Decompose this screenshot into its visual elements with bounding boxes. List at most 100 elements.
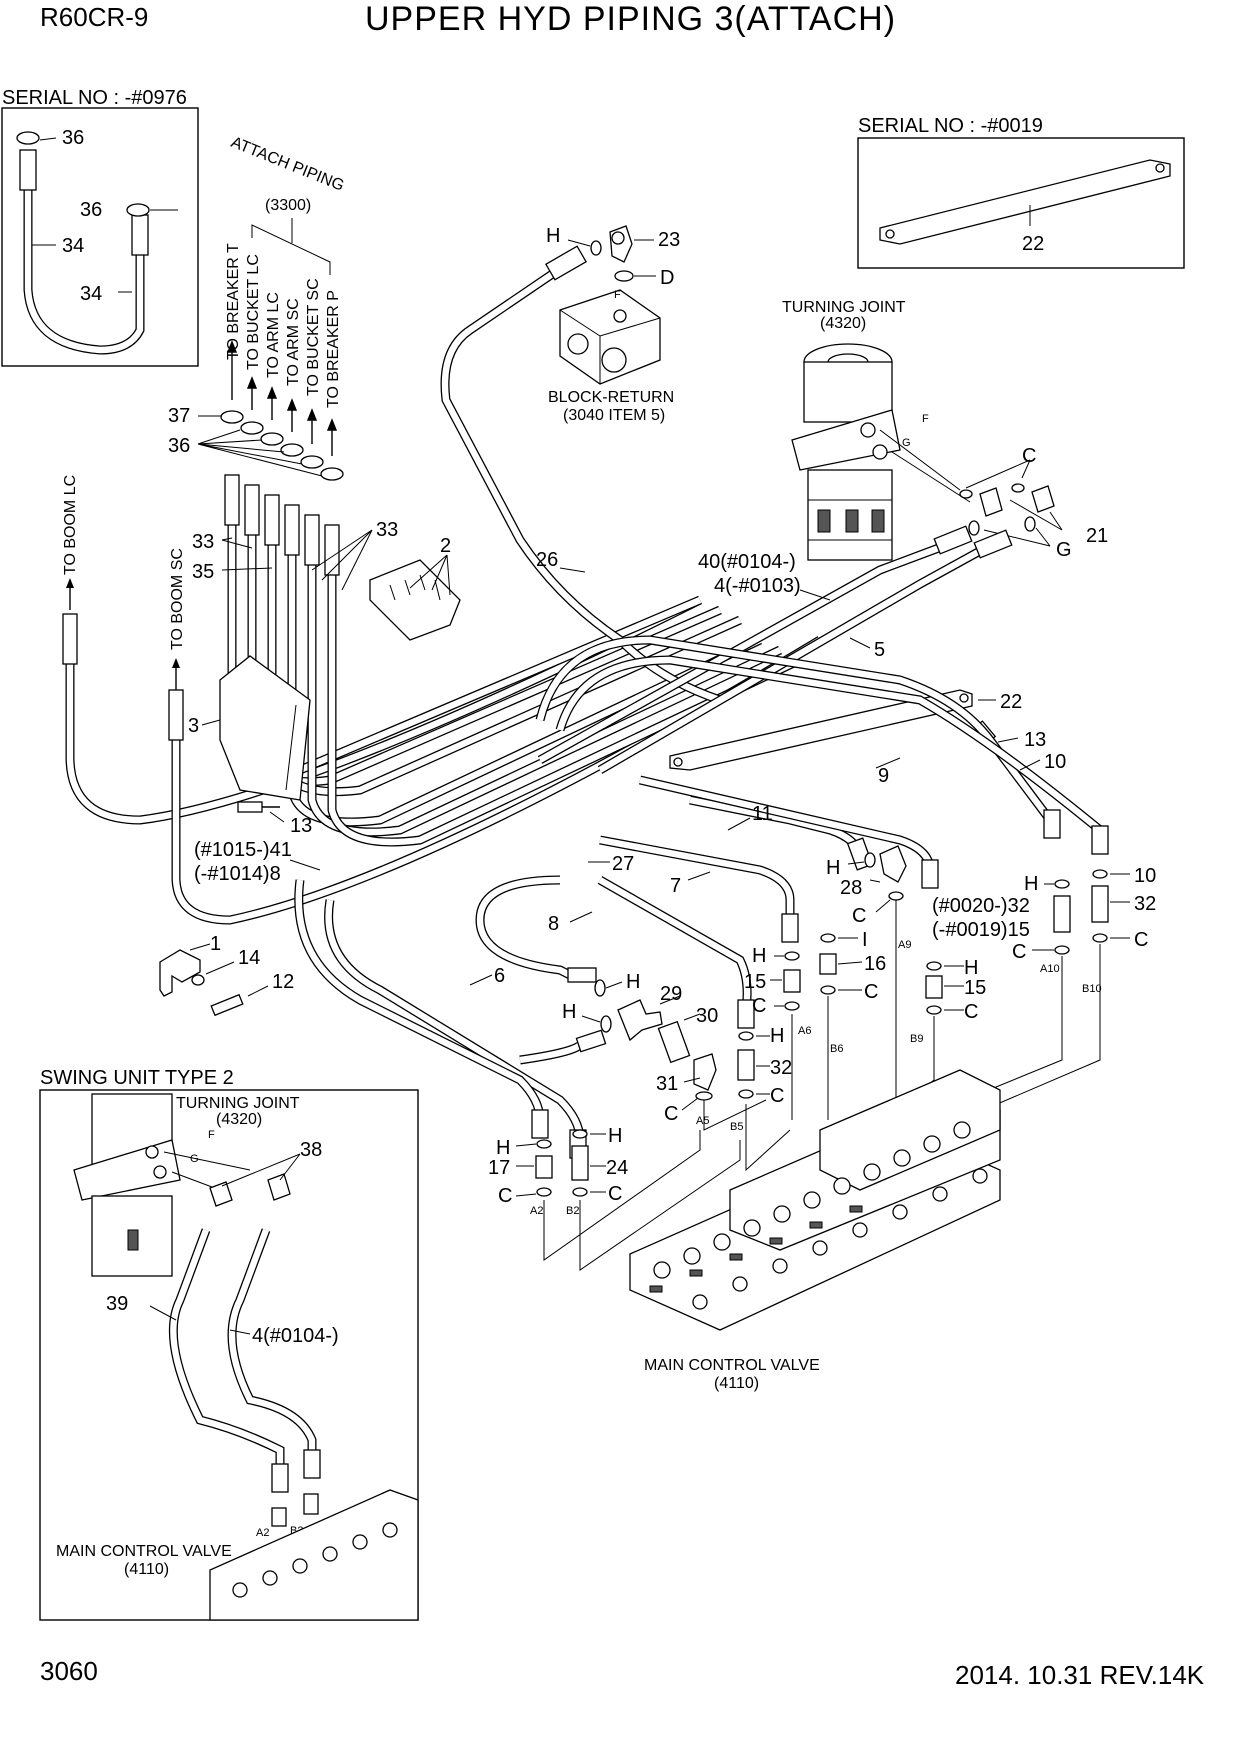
block-return-group: 26 23 H D F BLOCK-RETURN (3040 ITEM 5): [440, 225, 722, 705]
revision-date: 2014. 10.31 REV.14K: [955, 1660, 1205, 1690]
callout-30: 30: [696, 1005, 718, 1027]
callout-h8: H: [964, 957, 978, 979]
callout-h5: H: [752, 945, 766, 967]
port-g-turning: G: [902, 437, 911, 449]
port-b10: B10: [1082, 983, 1102, 995]
callout-9: 9: [878, 765, 889, 787]
callout-h6: H: [770, 1025, 784, 1047]
callout-c6: C: [770, 1085, 784, 1107]
inset-serial-0976-title: SERIAL NO : -#0976: [2, 87, 187, 109]
swing-turning-joint-label: TURNING JOINT: [176, 1095, 300, 1112]
callout-35: 35: [192, 561, 214, 583]
callout-h-b10: 10: [1134, 865, 1156, 887]
callout-h7: H: [1024, 873, 1038, 895]
bracket-22: 22 13: [669, 689, 1046, 771]
inset-swing-unit-type-2: SWING UNIT TYPE 2 TURNING JOINT (4320) F…: [39, 1067, 419, 1621]
callout-4: 4(-#0103): [714, 575, 801, 597]
port-b5: B5: [730, 1121, 743, 1133]
port-b2: B2: [566, 1205, 579, 1217]
callout-c5: C: [752, 995, 766, 1017]
callout-c9: C: [498, 1185, 512, 1207]
page-title: UPPER HYD PIPING 3(ATTACH): [365, 0, 897, 38]
valve-connection-stacks: H 28 C I 16 C H 15 C H 32 C: [488, 845, 1156, 1207]
callout-c7: C: [1012, 941, 1026, 963]
port-a5: A5: [696, 1115, 709, 1127]
callout-h4: H: [826, 857, 840, 879]
callout-40: 40(#0104-): [698, 551, 796, 573]
turning-joint-group: TURNING JOINT (4320) F G C 21 G: [537, 299, 1108, 774]
swing-port-a2: A2: [256, 1527, 269, 1539]
callout-c1: C: [1022, 445, 1036, 467]
to-boom-sc-label: TO BOOM SC: [169, 548, 186, 650]
callout-c10: C: [608, 1183, 622, 1205]
to-boom-lc-label: TO BOOM LC: [62, 475, 79, 575]
callout-37: 37: [168, 405, 190, 427]
callout-g: G: [1056, 539, 1072, 561]
callout-22: 22: [1000, 691, 1022, 713]
inset-serial-0019: SERIAL NO : -#0019 22: [857, 115, 1185, 269]
callout-31: 31: [656, 1073, 678, 1095]
callout-14: 14: [238, 947, 260, 969]
callout-h1: H: [546, 225, 560, 247]
callout-c2: C: [664, 1103, 678, 1125]
swing-main-valve-code: (4110): [124, 1561, 169, 1578]
callout-32c: 32: [1134, 893, 1156, 915]
callout-15c: 15: [964, 977, 986, 999]
fittings-29-30-31: H 29 H 30 31 C: [562, 971, 718, 1125]
callout-h3: H: [562, 1001, 576, 1023]
callout-h9: H: [496, 1137, 510, 1159]
turning-joint-code: (4320): [820, 315, 866, 332]
callout-d: D: [660, 267, 674, 289]
attach-hose-bundle: 3 2 13 33 35 33: [188, 474, 802, 847]
inset-callout-36a: 36: [62, 127, 84, 149]
callout-7: 7: [670, 875, 681, 897]
callout-21: 21: [1086, 525, 1108, 547]
tube-set: 9 10 11 27 7 8 6 (#1015-)41 (-#1014)8: [194, 635, 1109, 1159]
callout-32b: (#0020-)32: [932, 895, 1030, 917]
to-arm-sc-label: TO ARM SC: [285, 298, 302, 386]
inset-callout-22: 22: [1022, 233, 1044, 255]
callout-c3: C: [852, 905, 866, 927]
port-leaders: A2 B2 A5 B5 A6 B6 A9 B9 A10 B10: [530, 900, 1102, 1271]
swing-turning-joint-code: (4320): [216, 1111, 262, 1128]
main-control-valve: MAIN CONTROL VALVE (4110): [629, 1069, 1001, 1392]
to-bucket-lc-label: TO BUCKET LC: [245, 254, 262, 370]
swing-port-g: G: [190, 1153, 199, 1165]
callout-27: 27: [612, 853, 634, 875]
swing-callout-38: 38: [300, 1139, 322, 1161]
block-return-code: (3040 ITEM 5): [563, 407, 665, 424]
port-b9: B9: [910, 1033, 923, 1045]
callout-23: 23: [658, 229, 680, 251]
port-f-block: F: [614, 289, 621, 301]
callout-24: 24: [606, 1157, 628, 1179]
callout-26: 26: [536, 549, 558, 571]
port-a10: A10: [1040, 963, 1060, 975]
callout-12: 12: [272, 971, 294, 993]
swing-callout-39: 39: [106, 1293, 128, 1315]
callout-17: 17: [488, 1157, 510, 1179]
inset-serial-0976: SERIAL NO : -#0976 36 36 34 34: [1, 87, 199, 367]
attach-piping-labels: ATTACH PIPING (3300) TO BREAKER T TO BUC…: [168, 134, 346, 481]
callout-15b: (-#0019)15: [932, 919, 1030, 941]
callout-16: 16: [864, 953, 886, 975]
callout-10: 10: [1044, 751, 1066, 773]
callout-41: (#1015-)41: [194, 839, 292, 861]
small-parts-1-14-12: 1 14 12: [159, 933, 294, 1017]
turning-joint-label: TURNING JOINT: [782, 299, 906, 316]
main-control-valve-code: (4110): [714, 1375, 759, 1392]
callout-11: 11: [752, 803, 773, 825]
callout-i: I: [862, 929, 868, 951]
swing-callout-4: 4(#0104-): [252, 1325, 339, 1347]
to-arm-lc-label: TO ARM LC: [265, 292, 282, 378]
port-a9: A9: [898, 939, 911, 951]
to-breaker-t-label: TO BREAKER T: [225, 243, 242, 360]
callout-6: 6: [494, 965, 505, 987]
callout-h10: H: [608, 1125, 622, 1147]
port-b6: B6: [830, 1043, 843, 1055]
page-number: 3060: [40, 1656, 98, 1686]
callout-32a: 32: [770, 1057, 792, 1079]
inset-callout-34a: 34: [62, 235, 84, 257]
callout-29: 29: [660, 983, 682, 1005]
inset-callout-34b: 34: [80, 283, 102, 305]
